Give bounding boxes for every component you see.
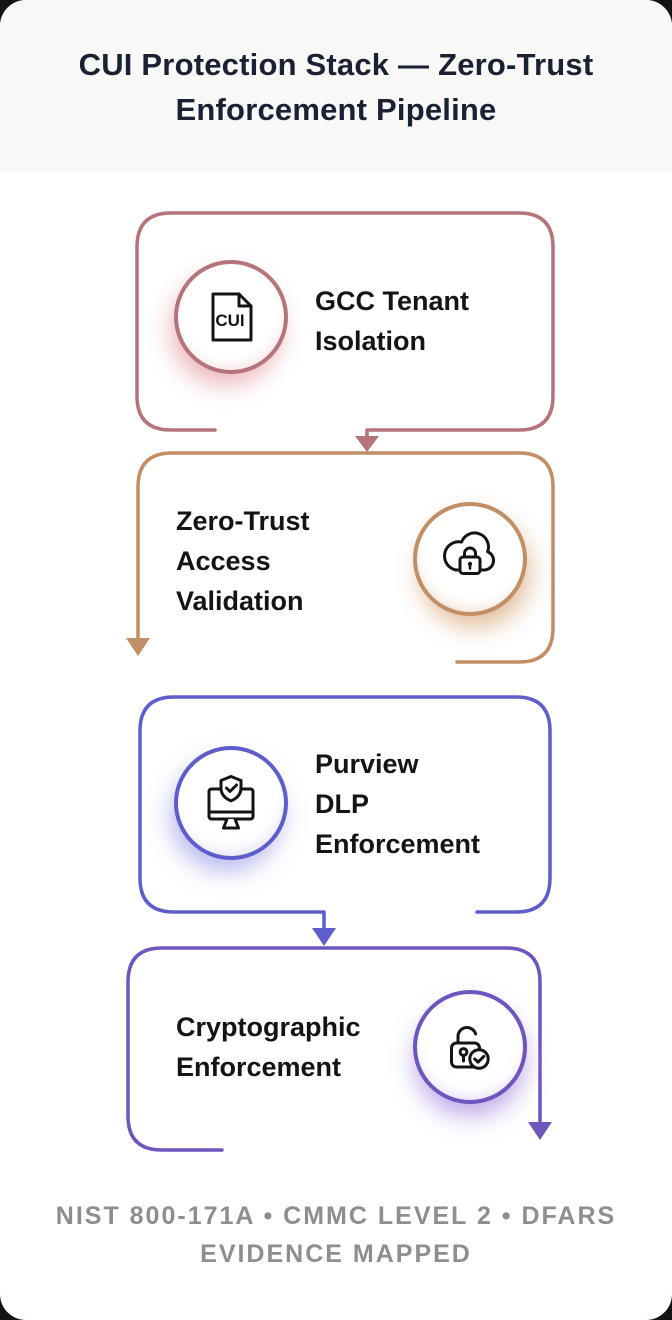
step1-pipe [135, 211, 555, 452]
step4-label-line2: Enforcement [176, 1052, 342, 1082]
step4-icon-badge [413, 990, 527, 1104]
step4-outline [126, 946, 542, 1152]
step4-arrow [528, 1122, 552, 1140]
cui-icon-label: CUI [215, 311, 244, 330]
step3-outline [138, 695, 552, 932]
step4-pipe [126, 946, 552, 1152]
step2-outline [136, 451, 555, 664]
step3-label-line2: DLP [315, 789, 369, 819]
step1-label-line1: GCC Tenant [315, 286, 469, 316]
step3-icon-badge [174, 746, 288, 860]
step1-arrow [355, 436, 379, 452]
step1-outline [135, 211, 555, 440]
step2-pipe [126, 451, 555, 664]
step3-label-line1: Purview [315, 749, 419, 779]
monitor-shield-check-icon [207, 775, 255, 830]
compliance-footer: NIST 800-171A • CMMC LEVEL 2 • DFARS EVI… [55, 1202, 617, 1268]
step1-label-line2: Isolation [315, 326, 427, 356]
step3-label-line3: Enforcement [315, 829, 481, 859]
page-title: CUI Protection Stack — Zero-Trust Enforc… [78, 46, 594, 127]
step1-icon-badge: CUI [174, 260, 288, 374]
step2-arrow [126, 638, 150, 656]
unlock-check-icon [450, 1026, 490, 1070]
step2-icon-badge [413, 502, 527, 616]
step2-label-line3: Validation [176, 586, 304, 616]
cui-document-icon: CUI [211, 292, 253, 342]
step4-label-line1: Cryptographic [176, 1012, 361, 1042]
header-band: CUI Protection Stack — Zero-Trust Enforc… [0, 0, 672, 173]
cloud-lock-icon [443, 531, 495, 575]
step4-label: Cryptographic Enforcement [176, 1007, 361, 1087]
step3-pipe [138, 695, 552, 946]
step2-label: Zero-Trust Access Validation [176, 501, 310, 621]
step2-label-line1: Zero-Trust [176, 506, 310, 536]
step3-arrow [312, 928, 336, 946]
step1-label: GCC Tenant Isolation [315, 281, 469, 361]
step3-label: Purview DLP Enforcement [315, 744, 480, 864]
step2-label-line2: Access [176, 546, 271, 576]
